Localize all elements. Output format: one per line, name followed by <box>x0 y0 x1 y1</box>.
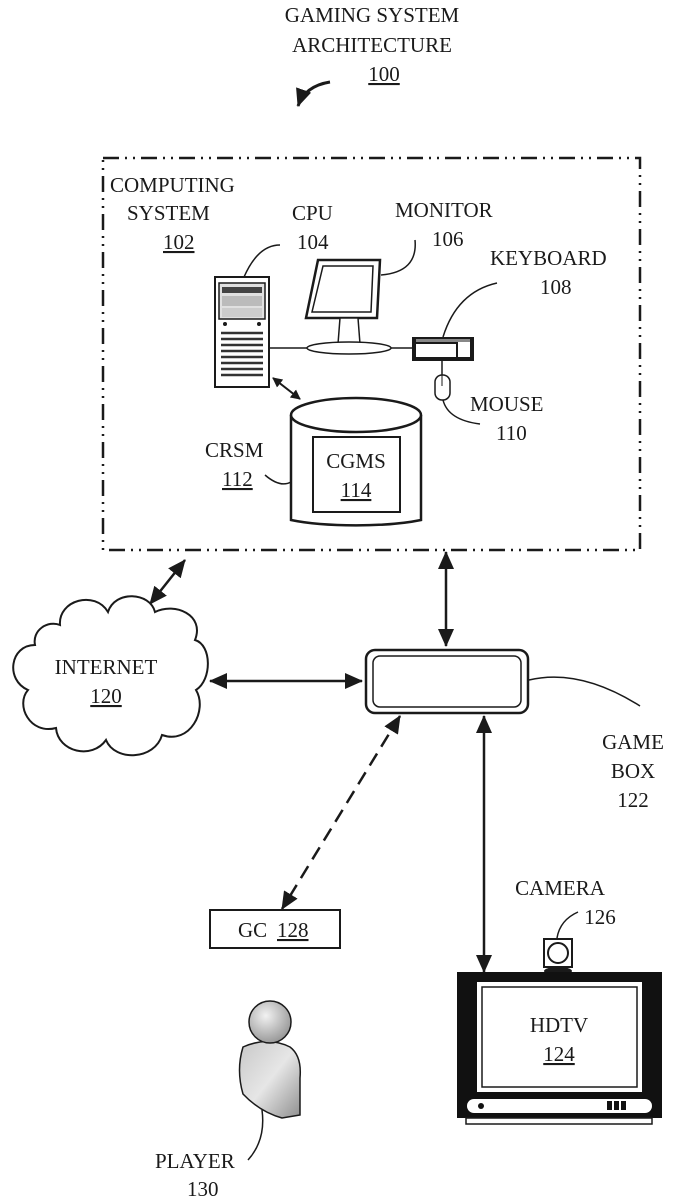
game-box-ref: 122 <box>617 788 649 812</box>
title-line2: ARCHITECTURE <box>292 33 452 57</box>
computing-system-label-line1: COMPUTING <box>110 173 235 197</box>
computing-system-ref: 102 <box>163 230 195 254</box>
camera-label: CAMERA <box>515 876 606 900</box>
monitor-ref: 106 <box>432 227 464 251</box>
keyboard-label: KEYBOARD <box>490 246 607 270</box>
camera-ref: 126 <box>584 905 616 929</box>
keyboard-ref: 108 <box>540 275 572 299</box>
player-person-icon <box>240 1001 301 1118</box>
camera-icon <box>544 939 572 975</box>
player-ref: 130 <box>187 1177 219 1200</box>
cpu-tower-icon <box>215 277 269 387</box>
game-box-label-line1: GAME <box>602 730 664 754</box>
crsm-label: CRSM <box>205 438 264 462</box>
monitor-icon <box>306 260 391 354</box>
cpu-label: CPU <box>292 201 333 225</box>
keyboard-leader-line <box>443 283 497 337</box>
monitor-leader-line <box>381 240 415 275</box>
cpu-crsm-arrow <box>273 378 300 399</box>
game-box-label-line2: BOX <box>611 759 655 783</box>
title-ref: 100 <box>368 62 400 86</box>
game-box-leader-line <box>529 677 640 706</box>
gc-label: GC <box>238 918 267 942</box>
title-pointer-arrow <box>298 82 330 106</box>
game-controller-box <box>210 910 340 948</box>
crsm-leader-line <box>265 475 291 484</box>
internet-ref: 120 <box>90 684 122 708</box>
mouse-label: MOUSE <box>470 392 544 416</box>
player-leader-line <box>248 1110 263 1160</box>
game-box-icon <box>366 650 528 713</box>
cgms-ref: 114 <box>341 478 372 502</box>
cpu-ref: 104 <box>297 230 329 254</box>
internet-label: INTERNET <box>55 655 158 679</box>
computing-internet-arrow <box>150 560 185 604</box>
keyboard-icon <box>412 337 474 361</box>
cpu-leader-line <box>244 245 280 277</box>
hdtv-label: HDTV <box>530 1013 588 1037</box>
gamebox-gc-wireless-arrow <box>282 716 400 909</box>
gc-ref: 128 <box>277 918 309 942</box>
crsm-ref: 112 <box>222 467 253 491</box>
player-label: PLAYER <box>155 1149 235 1173</box>
cgms-label: CGMS <box>326 449 386 473</box>
camera-leader-line <box>557 912 578 938</box>
computing-system-label-line2: SYSTEM <box>127 201 210 225</box>
diagram-title: GAMING SYSTEM ARCHITECTURE 100 <box>285 3 460 106</box>
mouse-ref: 110 <box>496 421 527 445</box>
monitor-label: MONITOR <box>395 198 493 222</box>
hdtv-ref: 124 <box>543 1042 575 1066</box>
title-line1: GAMING SYSTEM <box>285 3 460 27</box>
